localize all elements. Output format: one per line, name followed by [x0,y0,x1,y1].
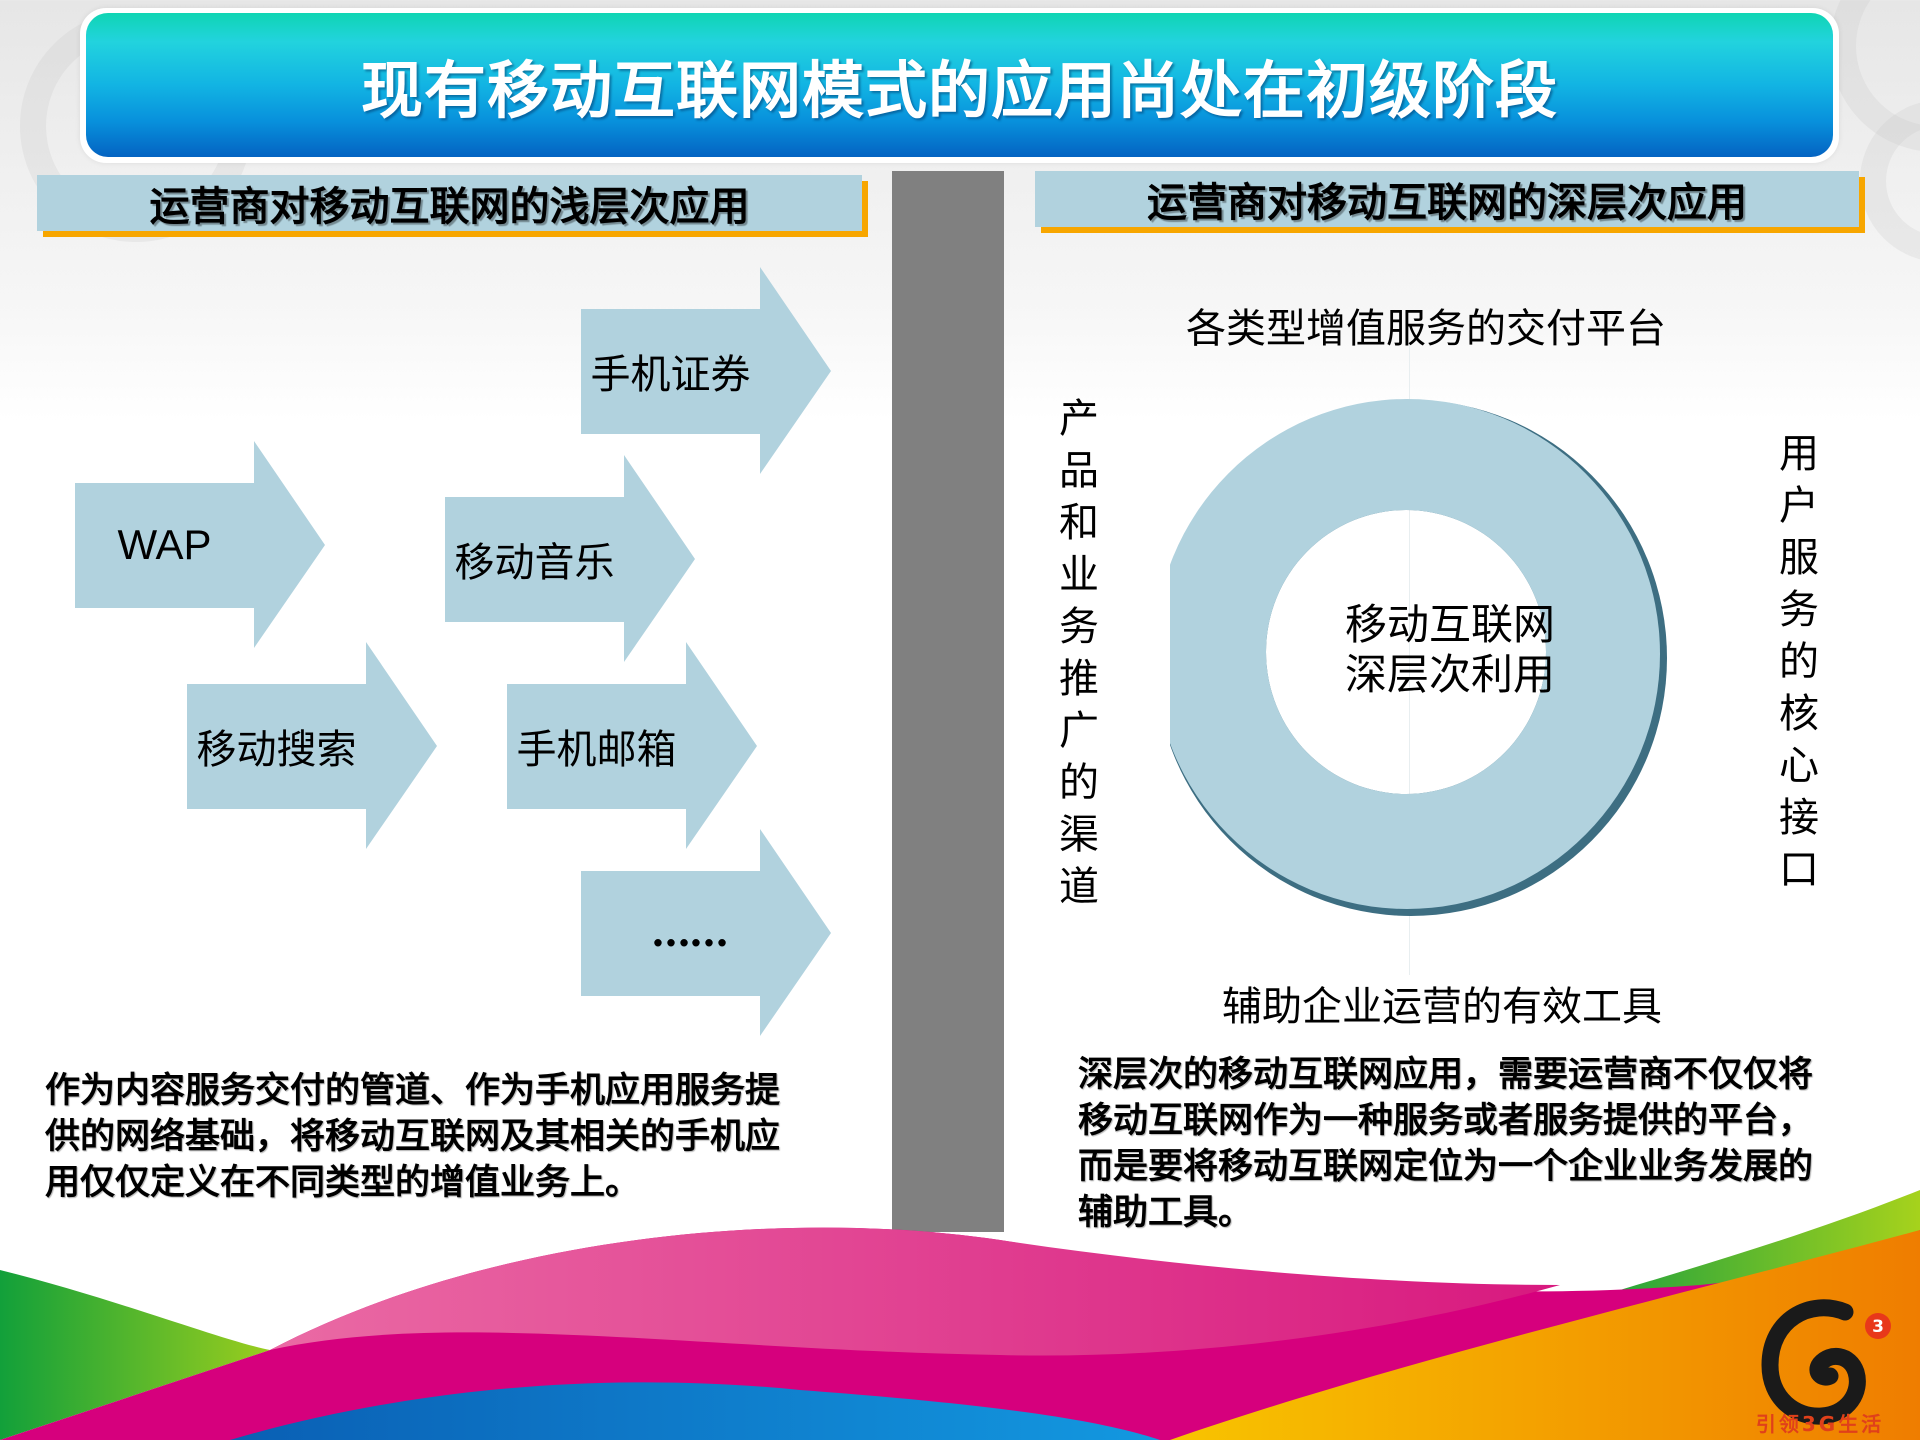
ring-center-line: 深层次利用 [1344,650,1555,699]
arrow-label: WAP [117,520,212,568]
right-description: 深层次的移动互联网应用，需要运营商不仅仅将 移动互联网作为一种服务或者服务提供的… [1078,1052,1878,1236]
vertical-char: 服 [1779,535,1819,581]
arrow-5: …… [581,829,831,1036]
vertical-char: 推 [1059,656,1099,702]
right-section-heading: 运营商对移动互联网的深层次应用 [1035,171,1859,227]
vertical-char: 道 [1059,864,1099,910]
vertical-char: 和 [1059,500,1099,546]
right-description-line: 深层次的移动互联网应用，需要运营商不仅仅将 [1078,1055,1814,1095]
arrow-4: 手机邮箱 [507,642,757,849]
arrow-label: 移动音乐 [454,539,615,586]
vertical-char: 用 [1779,431,1819,477]
vertical-char: 品 [1059,448,1099,494]
right-arrow-icon [187,642,437,849]
arrow-label: 手机证券 [590,351,751,398]
vertical-char: 业 [1059,552,1099,598]
vertical-char: 的 [1059,760,1099,806]
logo-tagline: 引领3G生活 [1755,1412,1885,1436]
panel-divider [892,171,1004,1232]
vertical-char: 口 [1779,847,1819,893]
right-description-line: 移动互联网作为一种服务或者服务提供的平台， [1078,1101,1814,1141]
left-description-line: 作为内容服务交付的管道、作为手机应用服务提 [45,1071,781,1111]
left-section-heading: 运营商对移动互联网的浅层次应用 [37,175,862,231]
title-banner: 现有移动互联网模式的应用尚处在初级阶段 [80,8,1839,163]
ring-right-vertical-label: 用户服务的核心接口 [1774,428,1824,896]
right-arrow-icon [581,267,831,474]
vertical-char: 户 [1779,483,1819,529]
left-description-line: 用仅仅定义在不同类型的增值业务上。 [45,1163,641,1203]
g3-logo-icon: 3 [1761,1299,1891,1425]
arrow-label: 移动搜索 [196,726,357,773]
vertical-char: 产 [1059,396,1099,442]
ring-body [1170,399,1660,909]
ring-diagram [1170,399,1667,916]
right-description-line: 而是要将移动互联网定位为一个企业业务发展的 [1078,1147,1814,1187]
right-arrow-icon [507,642,757,849]
arrow-2: 移动音乐 [445,455,695,662]
vertical-char: 接 [1779,795,1819,841]
footer-wave-decoration [0,1190,1920,1440]
vertical-char: 核 [1779,691,1819,737]
ring-center-line: 移动互联网 [1344,600,1555,649]
left-description: 作为内容服务交付的管道、作为手机应用服务提 供的网络基础，将移动互联网及其相关的… [45,1068,875,1206]
ring-center-label: 移动互联网 深层次利用 [1290,600,1610,700]
right-arrow-icon [75,441,325,648]
arrow-label: …… [651,909,729,956]
vertical-char: 务 [1059,604,1099,650]
vertical-char: 的 [1779,639,1819,685]
ring-top-label: 各类型增值服务的交付平台 [1186,306,1666,352]
vertical-char: 渠 [1059,812,1099,858]
right-arrow-icon [581,829,831,1036]
slide-title: 现有移动互联网模式的应用尚处在初级阶段 [360,54,1558,127]
right-arrow-icon [445,455,695,662]
left-description-line: 供的网络基础，将移动互联网及其相关的手机应 [45,1117,781,1157]
ring-bottom-label: 辅助企业运营的有效工具 [1222,984,1662,1030]
vertical-char: 广 [1059,708,1099,754]
arrow-label: 手机邮箱 [516,726,677,773]
right-description-line: 辅助工具。 [1078,1193,1254,1233]
title-banner-gradient: 现有移动互联网模式的应用尚处在初级阶段 [86,13,1833,157]
arrow-0: 手机证券 [581,267,831,474]
vertical-char: 心 [1779,743,1819,789]
arrow-3: 移动搜索 [187,642,437,849]
arrow-1: WAP [75,441,325,648]
svg-text:3: 3 [1872,1317,1884,1337]
vertical-char: 务 [1779,587,1819,633]
ring-left-vertical-label: 产品和业务推广的渠道 [1054,393,1104,913]
